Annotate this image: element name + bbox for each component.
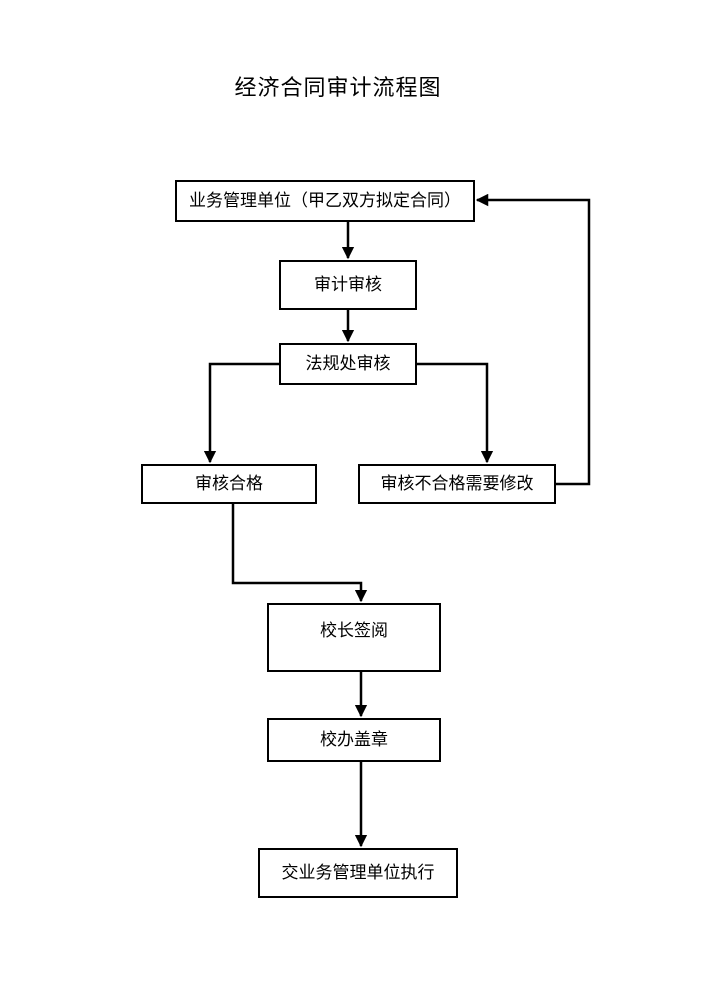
arrow-passed-to-principal [231, 504, 368, 603]
node-execution: 交业务管理单位执行 [258, 848, 458, 898]
arrow-legal-to-passed [203, 362, 279, 464]
node-review-failed: 审核不合格需要修改 [358, 464, 556, 504]
node-business-unit: 业务管理单位（甲乙双方拟定合同） [175, 180, 475, 222]
node-review-passed: 审核合格 [141, 464, 317, 504]
node-legal-review: 法规处审核 [279, 343, 417, 385]
node-office-seal: 校办盖章 [267, 718, 441, 762]
node-audit-review: 审计审核 [279, 260, 417, 310]
arrow-legal-to-failed [417, 362, 494, 464]
node-principal-review: 校长签阅 [267, 603, 441, 672]
arrow-failed-to-business-loop [475, 193, 591, 486]
diagram-title: 经济合同审计流程图 [234, 76, 442, 101]
